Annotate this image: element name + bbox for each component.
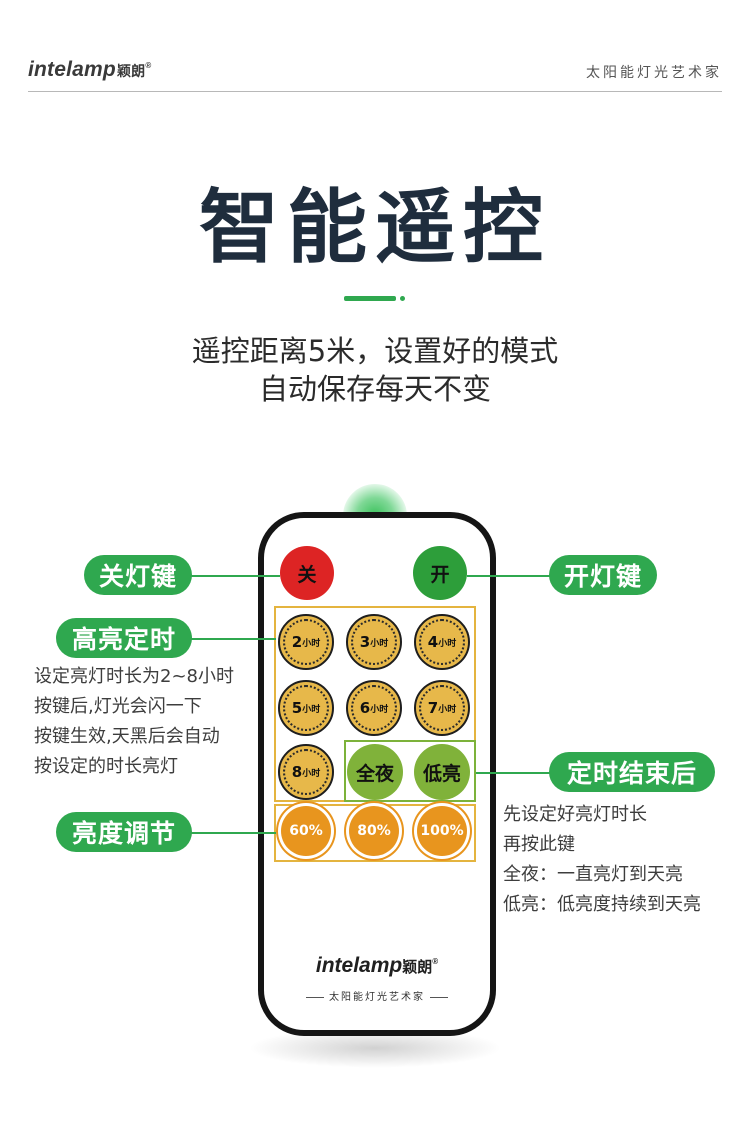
timer-6h-number: 6	[359, 699, 371, 717]
remote-logo-name: intelamp	[315, 954, 403, 977]
mode-buttons-frame	[344, 740, 476, 802]
brand-name: intelamp	[28, 58, 116, 81]
timer-8h-unit: 小时	[302, 768, 321, 779]
remote-logo: intelamp颖朗®	[258, 954, 496, 978]
timer-note-2: 按键后,灯光会闪一下	[34, 696, 202, 717]
header-divider	[28, 91, 722, 92]
low-brightness-button[interactable]: 低亮	[414, 744, 470, 800]
timer-3h-number: 3	[359, 633, 371, 651]
brightness-leader-line	[190, 832, 276, 834]
timer-8h-number: 8	[291, 763, 303, 781]
timer-5h-unit: 小时	[302, 704, 321, 715]
remote-logo-cn: 颖朗	[402, 959, 433, 976]
brightness-100-label: 100%	[420, 823, 464, 839]
timer-6h-unit: 小时	[370, 704, 389, 715]
brightness-60-label: 60%	[289, 823, 323, 839]
timer-callout: 高亮定时	[56, 618, 192, 658]
off-button[interactable]: 关	[280, 546, 334, 600]
after-timer-leader-line	[476, 772, 550, 774]
header-tagline: 太阳能灯光艺术家	[586, 65, 722, 81]
off-key-leader-line	[190, 575, 280, 577]
timer-note-4: 按设定的时长亮灯	[34, 756, 178, 777]
timer-4h-unit: 小时	[438, 638, 457, 649]
remote-logo-tagline: 太阳能灯光艺术家	[258, 988, 496, 1003]
after-timer-note-3: 全夜：一直亮灯到天亮	[503, 864, 683, 885]
brightness-60-button[interactable]: 60%	[281, 806, 331, 856]
remote-logo-tagline-text: 太阳能灯光艺术家	[329, 992, 425, 1003]
after-timer-note-4: 低亮：低亮度持续到天亮	[503, 894, 701, 915]
brand-registered-mark: ®	[145, 61, 152, 70]
subtitle-line-1: 遥控距离5米，设置好的模式	[191, 334, 559, 368]
page-title: 智能遥控	[199, 181, 551, 274]
all-night-button[interactable]: 全夜	[347, 744, 403, 800]
after-timer-callout: 定时结束后	[549, 752, 715, 792]
title-accent-dot	[400, 296, 405, 301]
brightness-callout: 亮度调节	[56, 812, 192, 852]
timer-2h-unit: 小时	[302, 638, 321, 649]
title-accent-bar	[344, 296, 396, 301]
brightness-80-label: 80%	[357, 823, 391, 839]
after-timer-note-1: 先设定好亮灯时长	[503, 804, 647, 825]
brand-name-cn: 颖朗	[116, 63, 146, 79]
on-button[interactable]: 开	[413, 546, 467, 600]
timer-7h-unit: 小时	[438, 704, 457, 715]
subtitle-line-2: 自动保存每天不变	[258, 372, 491, 406]
brightness-100-button[interactable]: 100%	[417, 806, 467, 856]
timer-5h-number: 5	[291, 699, 303, 717]
timer-7h-number: 7	[427, 699, 439, 717]
timer-4h-number: 4	[427, 633, 439, 651]
remote-logo-registered-mark: ®	[432, 957, 439, 966]
on-key-leader-line	[467, 575, 551, 577]
timer-note-3: 按键生效,天黑后会自动	[34, 726, 220, 747]
brand-logo: intelamp颖朗®	[28, 58, 151, 82]
brightness-80-button[interactable]: 80%	[349, 806, 399, 856]
timer-3h-unit: 小时	[370, 638, 389, 649]
timer-note-1: 设定亮灯时长为2~8小时	[34, 666, 234, 687]
timer-2h-number: 2	[291, 633, 303, 651]
on-key-callout: 开灯键	[549, 555, 657, 595]
off-key-callout: 关灯键	[84, 555, 192, 595]
after-timer-note-2: 再按此键	[503, 834, 575, 855]
timer-leader-line	[190, 638, 276, 640]
